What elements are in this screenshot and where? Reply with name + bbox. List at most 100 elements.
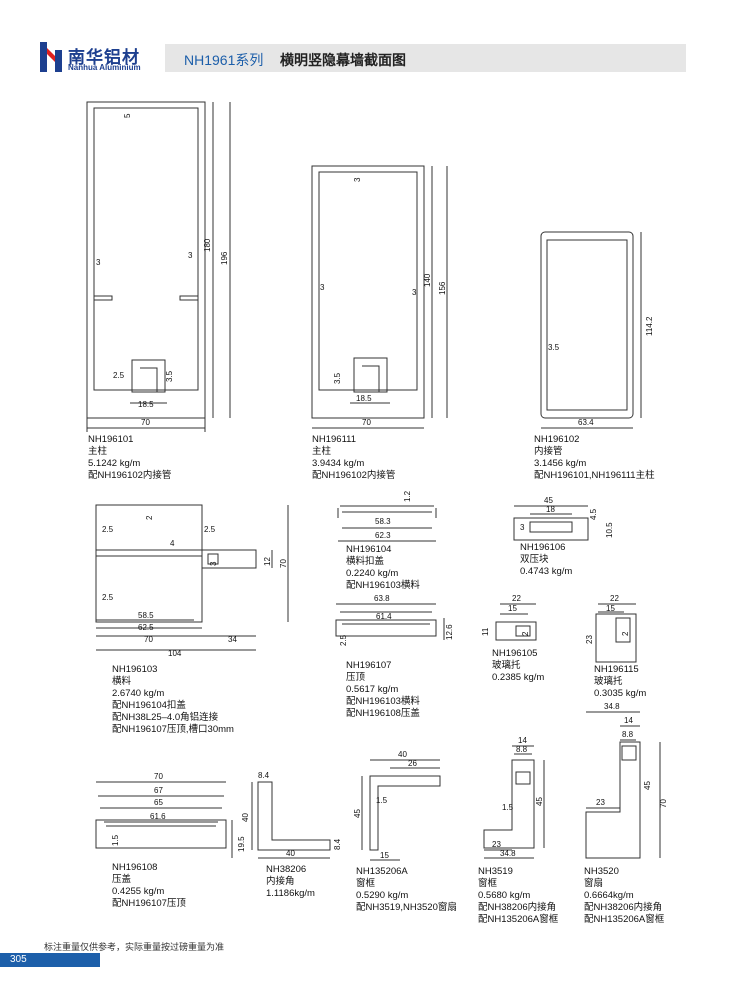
dim-label: 40 bbox=[286, 849, 295, 858]
dim-label: 5 bbox=[123, 113, 132, 118]
profile-nh3520 bbox=[585, 711, 661, 859]
dim-label: 3 bbox=[188, 251, 193, 260]
dim-label: 15 bbox=[380, 851, 389, 860]
profile-nh196103 bbox=[95, 504, 289, 651]
dim-label: 34 bbox=[228, 635, 237, 644]
dim-label: 3.5 bbox=[548, 343, 560, 352]
dim-label: 104 bbox=[168, 649, 182, 658]
dim-label: 1.5 bbox=[502, 803, 514, 812]
brand-name-en: Nanhua Aluminium bbox=[68, 63, 141, 72]
dim-label: 26 bbox=[408, 759, 417, 768]
dim-label: 14 bbox=[624, 716, 633, 725]
dim-label: 3.5 bbox=[333, 372, 342, 384]
dim-label: 18 bbox=[546, 505, 555, 514]
profile-nh196111 bbox=[311, 165, 448, 429]
dim-label: 10.5 bbox=[605, 522, 614, 538]
dim-label: 45 bbox=[535, 797, 544, 806]
dim-label: 2.5 bbox=[204, 525, 216, 534]
page-number-bar: 305 bbox=[0, 953, 100, 967]
dim-label: 23 bbox=[492, 840, 501, 849]
page-number: 305 bbox=[10, 954, 27, 965]
page-title: 横明竖隐幕墙截面图 bbox=[280, 52, 406, 68]
dim-label: 22 bbox=[610, 594, 619, 603]
footer-note: 标注重量仅供参考，实际重量按过磅重量为准 bbox=[44, 942, 225, 952]
dim-label: 156 bbox=[438, 281, 447, 295]
dim-label: 2.5 bbox=[113, 371, 125, 380]
dim-label: 67 bbox=[154, 786, 163, 795]
dim-label: 62.5 bbox=[138, 623, 154, 632]
dim-label: 65 bbox=[154, 798, 163, 807]
dim-label: 70 bbox=[362, 418, 371, 427]
dim-label: 70 bbox=[279, 559, 288, 568]
dim-label: 11 bbox=[481, 627, 490, 636]
brand-name-cn: 南华铝材 bbox=[68, 48, 140, 67]
dim-label: 70 bbox=[659, 799, 668, 808]
profile-nh196108 bbox=[95, 781, 233, 858]
dim-label: 3 bbox=[209, 561, 218, 566]
dim-label: 70 bbox=[144, 635, 153, 644]
dim-label: 45 bbox=[544, 496, 553, 505]
dim-label: 18.5 bbox=[138, 400, 154, 409]
dim-label: 12 bbox=[263, 557, 272, 566]
dim-label: 61.4 bbox=[376, 612, 392, 621]
header-band bbox=[165, 44, 686, 72]
profile-nh196115 bbox=[595, 603, 637, 663]
dim-label: 4 bbox=[170, 539, 175, 548]
dim-label: 34.8 bbox=[500, 849, 516, 858]
dim-label: 2.5 bbox=[339, 634, 348, 646]
dim-label: 3.5 bbox=[165, 370, 174, 382]
dim-label: 1.2 bbox=[403, 490, 412, 502]
dim-label: 1.5 bbox=[376, 796, 388, 805]
nanhua-logo-icon bbox=[40, 42, 62, 72]
profile-nh196105 bbox=[495, 603, 537, 641]
dim-label: 196 bbox=[220, 251, 229, 265]
dim-label: 63.4 bbox=[578, 418, 594, 427]
dim-label: 15 bbox=[508, 604, 517, 613]
profile-nh196106 bbox=[513, 505, 589, 541]
dim-label: 70 bbox=[141, 418, 150, 427]
dim-label: 15 bbox=[606, 604, 615, 613]
dim-label: 58.3 bbox=[375, 517, 391, 526]
dim-label: 58.5 bbox=[138, 611, 154, 620]
dim-label: 8.8 bbox=[516, 745, 528, 754]
dim-label: 4.5 bbox=[589, 508, 598, 520]
dim-label: 3 bbox=[412, 288, 417, 297]
dim-label: 2 bbox=[145, 515, 154, 520]
dim-label: 23 bbox=[585, 635, 594, 644]
profile-nh3519 bbox=[483, 745, 545, 859]
dim-label: 45 bbox=[353, 809, 362, 818]
series-label: NH1961系列 bbox=[184, 52, 264, 68]
dim-label: 3 bbox=[96, 258, 101, 267]
dim-label: 62.3 bbox=[375, 531, 391, 540]
dim-label: 23 bbox=[596, 798, 605, 807]
dim-label: 8.8 bbox=[622, 730, 634, 739]
profile-nh38206 bbox=[251, 781, 331, 859]
dim-label: 40 bbox=[398, 750, 407, 759]
profile-nh196104 bbox=[337, 505, 437, 542]
dim-label: 18.5 bbox=[356, 394, 372, 403]
dim-label: 140 bbox=[423, 273, 432, 287]
dim-label: 2.5 bbox=[102, 593, 114, 602]
dim-label: 114.2 bbox=[645, 316, 654, 336]
profile-nh196102 bbox=[540, 231, 642, 429]
dim-label: 3 bbox=[353, 177, 362, 182]
dim-label: 22 bbox=[512, 594, 521, 603]
dim-label: 70 bbox=[154, 772, 163, 781]
profile-nh196101 bbox=[86, 101, 231, 432]
dim-label: 61.6 bbox=[150, 812, 166, 821]
dim-label: 8.4 bbox=[258, 771, 270, 780]
dim-label: 34.8 bbox=[604, 702, 620, 711]
dim-label: 2.5 bbox=[102, 525, 114, 534]
